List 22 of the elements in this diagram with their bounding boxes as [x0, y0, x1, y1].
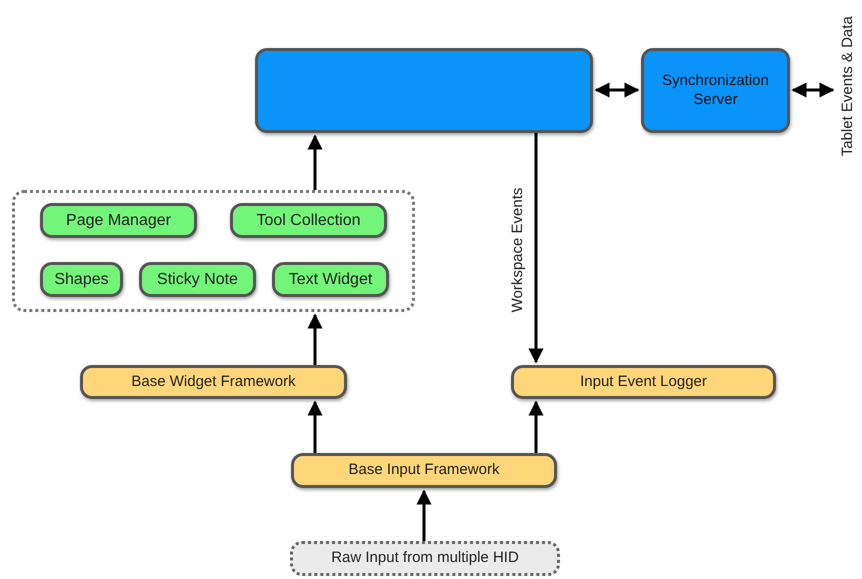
- module-box: Sticky Note: [139, 262, 256, 297]
- arrow: [416, 490, 432, 541]
- module-box: Page Manager: [40, 203, 197, 238]
- system-box: [255, 48, 593, 133]
- layer-box: Base Input Framework: [291, 453, 557, 488]
- arrow: [528, 133, 544, 364]
- module-box: Tool Collection: [230, 203, 387, 238]
- arrow: [792, 82, 834, 98]
- input-box: Raw Input from multiple HID: [290, 541, 560, 576]
- layer-box: Input Event Logger: [511, 365, 776, 399]
- arrow: [308, 400, 322, 453]
- dotted-group: [12, 190, 415, 312]
- arrow: [528, 400, 544, 453]
- layer-box: Base Widget Framework: [80, 365, 347, 399]
- arrow: [308, 134, 322, 190]
- edge-label: Workspace Events: [508, 188, 527, 312]
- arrow: [308, 314, 322, 365]
- module-box: Text Widget: [272, 262, 389, 297]
- side-label: Tablet Events & Data: [838, 16, 857, 156]
- module-box: Shapes: [40, 262, 123, 297]
- server-box: Synchronization Server: [641, 48, 790, 133]
- arrow: [594, 82, 640, 98]
